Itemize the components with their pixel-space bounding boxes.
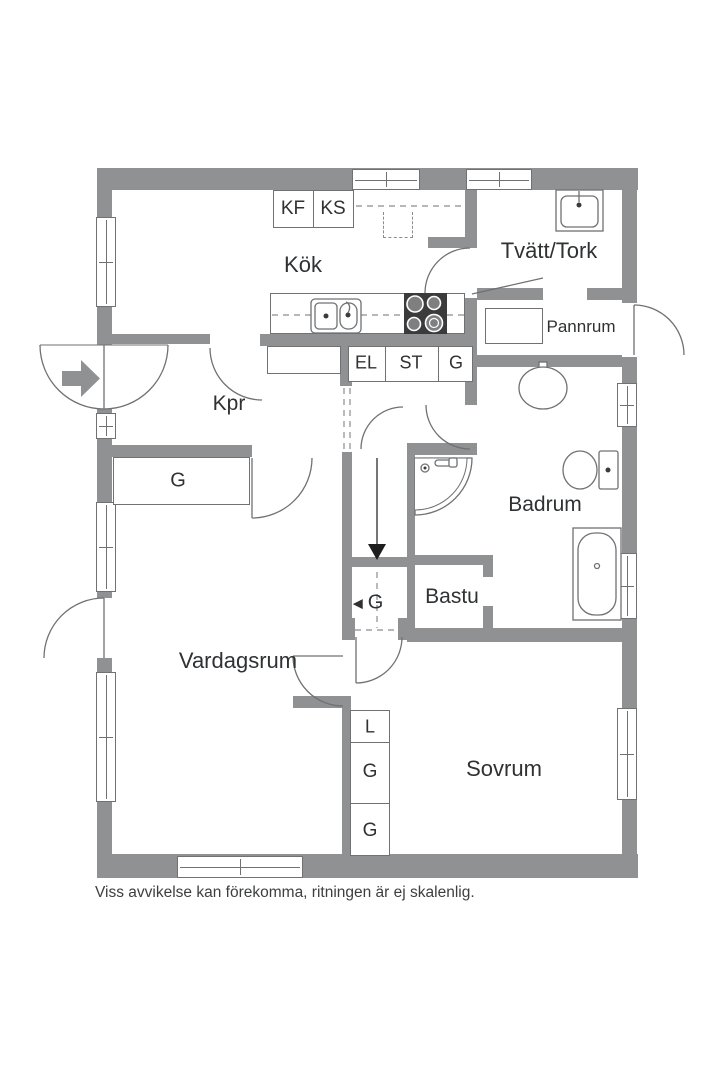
wall-under-counter [260, 334, 477, 346]
window-top-kok [352, 169, 420, 190]
window-left-vardagsrum-upper [96, 502, 116, 592]
toilet-icon [562, 450, 619, 490]
wall-kok-tvatt-upper [465, 190, 477, 238]
room-label-tvatt-tork: Tvätt/Tork [500, 238, 598, 263]
pannrum-boiler [485, 308, 543, 344]
washbasin-icon [518, 361, 568, 410]
room-label-vardagsrum: Vardagsrum [178, 648, 298, 673]
window-right-sovrum [617, 708, 637, 800]
sovrum-door-arc [355, 636, 403, 684]
wall-bastu-right-upper [483, 555, 493, 577]
window-left-kpr-small [96, 413, 116, 439]
cabinet-g-kitchen-box [438, 346, 473, 382]
window-bottom-vardagsrum [177, 856, 303, 878]
room-label-kpr: Kpr [212, 392, 246, 415]
cabinet-label-el: EL [354, 352, 378, 373]
tvatt-door-arc [424, 247, 471, 294]
west-triangle-icon: ◀ [352, 595, 363, 610]
window-right-badrum-upper [617, 383, 637, 427]
vardagsrum-exterior-door-arc [43, 597, 105, 659]
wall-bastu-top [407, 555, 493, 565]
cabinet-label-kf: KF [280, 198, 306, 219]
shower-icon [414, 457, 473, 516]
landing-door-arc [360, 406, 404, 450]
room-label-sovrum: Sovrum [466, 756, 542, 781]
window-left-vardagsrum-lower [96, 672, 116, 802]
cabinet-ks-box [313, 190, 354, 228]
wall-badrum-top [477, 355, 622, 367]
wall-pannrum-top-right [587, 288, 622, 300]
wall-stair-right [407, 445, 415, 640]
wall-under-stair [342, 557, 415, 567]
kitchen-counter [270, 293, 465, 334]
cabinet-kf-box [273, 190, 314, 228]
wall-passage-stub [293, 696, 343, 708]
room-label-pannrum: Pannrum [546, 317, 616, 336]
window-right-badrum-lower [617, 553, 637, 619]
closet-label-g-understair: ◀G [352, 591, 384, 614]
cabinet-el-box [348, 346, 386, 382]
cabinet-st-box [385, 346, 439, 382]
wall-stair-left [342, 452, 352, 640]
wall-tvatt-door-stub [428, 237, 477, 248]
closet-g-kpr-box [113, 457, 250, 505]
cabinet-under-counter-box [267, 346, 341, 374]
cabinet-label-st: ST [399, 352, 423, 373]
wall-kpr-closet-top [112, 445, 252, 457]
wall-exterior-right-upper [622, 168, 637, 303]
cabinet-dashed-box [383, 212, 413, 238]
wall-pannrum-top-left [477, 288, 543, 300]
wall-bastu-right-lower [483, 606, 493, 630]
window-top-tvatt [466, 169, 532, 190]
kpr-door-arc [251, 457, 313, 519]
wall-vardagsrum-sovrum [342, 696, 351, 854]
bathtub-icon [572, 527, 622, 621]
laundry-sink-icon [555, 189, 604, 232]
closet-label-l: L [364, 716, 376, 737]
disclaimer-text: Viss avvikelse kan förekomma, ritningen … [95, 884, 475, 901]
wall-closet-stub-right [398, 618, 412, 640]
closet-g-upper-box [350, 742, 390, 804]
entrance-arrow-icon [62, 360, 100, 397]
wall-sovrum-top [407, 628, 622, 642]
cabinet-label-g-kitchen: G [448, 352, 464, 373]
wall-closet-stub-left [342, 618, 355, 640]
closet-label-g-kpr: G [170, 469, 186, 492]
entrance-door-arc [39, 344, 169, 410]
room-label-bastu: Bastu [425, 585, 479, 608]
room-label-kok: Kök [284, 252, 322, 277]
window-left-kok [96, 217, 116, 307]
wall-shower-top [407, 443, 477, 455]
wall-kok-kpr [97, 334, 210, 344]
stairs-down-arrow-icon [368, 458, 386, 560]
closet-label-g-lower: G [362, 820, 378, 841]
cabinet-label-ks: KS [320, 198, 346, 219]
pannrum-exterior-door-arc [633, 304, 685, 356]
closet-g-lower-box [350, 803, 390, 856]
room-label-badrum: Badrum [508, 493, 582, 516]
closet-label-g-upper: G [362, 761, 378, 782]
